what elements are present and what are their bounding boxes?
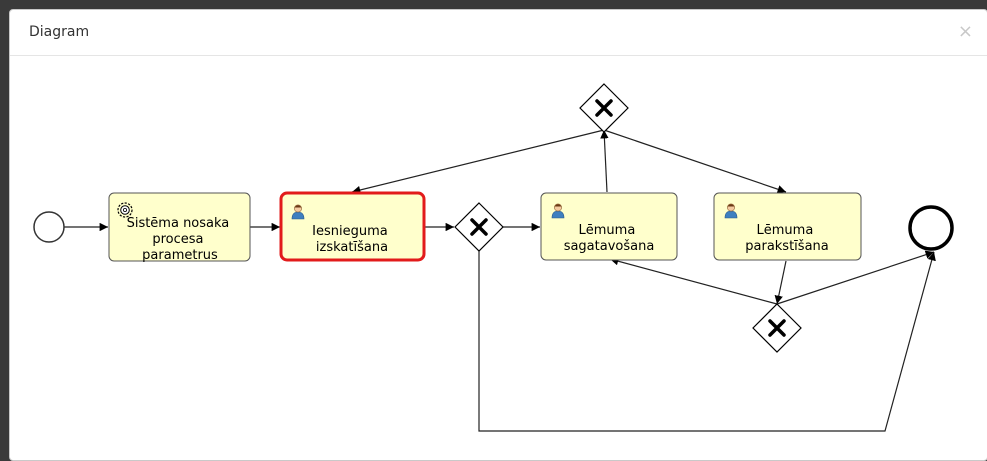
flow-sign-to-gateway-bottom [774, 260, 787, 305]
x-icon [768, 319, 786, 337]
task-system-sets-parameters[interactable]: Sistēma nosaka procesa parametrus [108, 192, 251, 263]
close-icon[interactable]: × [957, 21, 973, 42]
user-icon [291, 204, 305, 220]
exclusive-gateway-top[interactable] [579, 83, 629, 133]
x-icon [595, 99, 613, 117]
flow-gateway-bottom-to-prepare [609, 257, 778, 305]
task-label-line: Lēmuma [579, 223, 636, 238]
task-label-line: Sistēma nosaka [127, 216, 230, 231]
svg-text:Iesnieguma izskatīšana: Iesnieguma izskatīšana [312, 224, 392, 255]
exclusive-gateway-1[interactable] [454, 202, 504, 252]
task-label-line: izskatīšana [316, 240, 388, 255]
exclusive-gateway-bottom[interactable] [752, 303, 802, 353]
flow-gateway-top-to-sign [603, 129, 787, 194]
task-label-line: Iesnieguma [312, 224, 388, 239]
task-decision-preparation[interactable]: Lēmuma sagatavošana [540, 192, 678, 261]
task-application-review[interactable]: Iesnieguma izskatīšana [279, 191, 426, 262]
start-event[interactable] [33, 211, 65, 243]
gear-icon [117, 202, 133, 218]
flow-prepare-to-gateway-top [600, 129, 609, 193]
user-icon [551, 203, 565, 219]
svg-text:Sistēma nosaka procesa: Sistēma nosaka procesa parametrus [127, 216, 234, 263]
flow-gateway1-to-end [478, 251, 936, 432]
flow-gateway-bottom-to-end [776, 250, 935, 305]
task-label-line: parakstīšana [745, 239, 828, 254]
flow-gateway-top-to-review [351, 129, 605, 195]
x-icon [470, 218, 488, 236]
user-icon [724, 203, 738, 219]
task-label-line: parametrus [142, 248, 218, 263]
dialog-title: Diagram [29, 24, 90, 40]
end-event[interactable] [908, 205, 954, 251]
task-label-line: Lēmuma [757, 223, 814, 238]
task-label-line: sagatavošana [564, 239, 655, 254]
svg-text:Lēmuma parakstīšana: Lēmuma parakstīšana [745, 223, 828, 254]
svg-text:Lēmuma sagatavošana: Lēmuma sagatavošana [564, 223, 655, 254]
task-label-line: procesa [152, 232, 203, 247]
sequence-flows [64, 129, 936, 432]
task-decision-signing[interactable]: Lēmuma parakstīšana [713, 192, 862, 261]
dialog-header: Diagram × [10, 10, 987, 56]
